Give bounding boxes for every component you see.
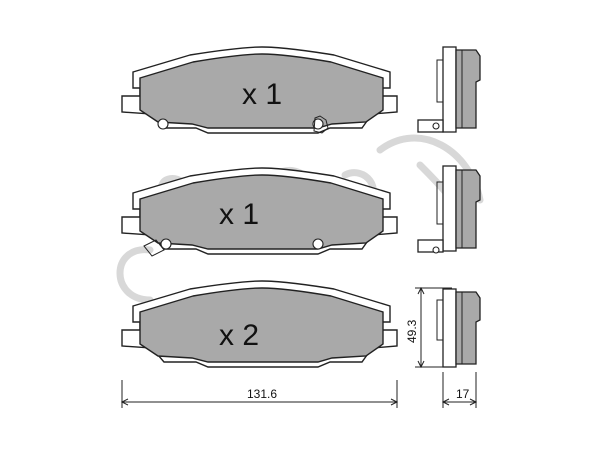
thickness-dimension-label: 17 bbox=[456, 387, 470, 401]
side-view-3 bbox=[436, 288, 481, 368]
pad-1-quantity-label: x 1 bbox=[242, 78, 282, 111]
thickness-dimension: 17 bbox=[441, 372, 478, 408]
brake-pad-1: x 1 bbox=[121, 46, 398, 134]
height-dimension: 49.3 bbox=[405, 286, 452, 369]
pad-3-quantity-label: x 2 bbox=[219, 319, 259, 352]
side-view-2 bbox=[417, 165, 481, 254]
brake-pad-3: x 2 bbox=[121, 280, 398, 368]
brake-pad-2: x 1 bbox=[121, 167, 398, 257]
width-dimension: 131.6 bbox=[120, 380, 399, 408]
width-dimension-label: 131.6 bbox=[247, 387, 277, 401]
pad-2-quantity-label: x 1 bbox=[219, 198, 259, 231]
height-dimension-label: 49.3 bbox=[405, 319, 419, 343]
side-view-1 bbox=[417, 46, 481, 133]
